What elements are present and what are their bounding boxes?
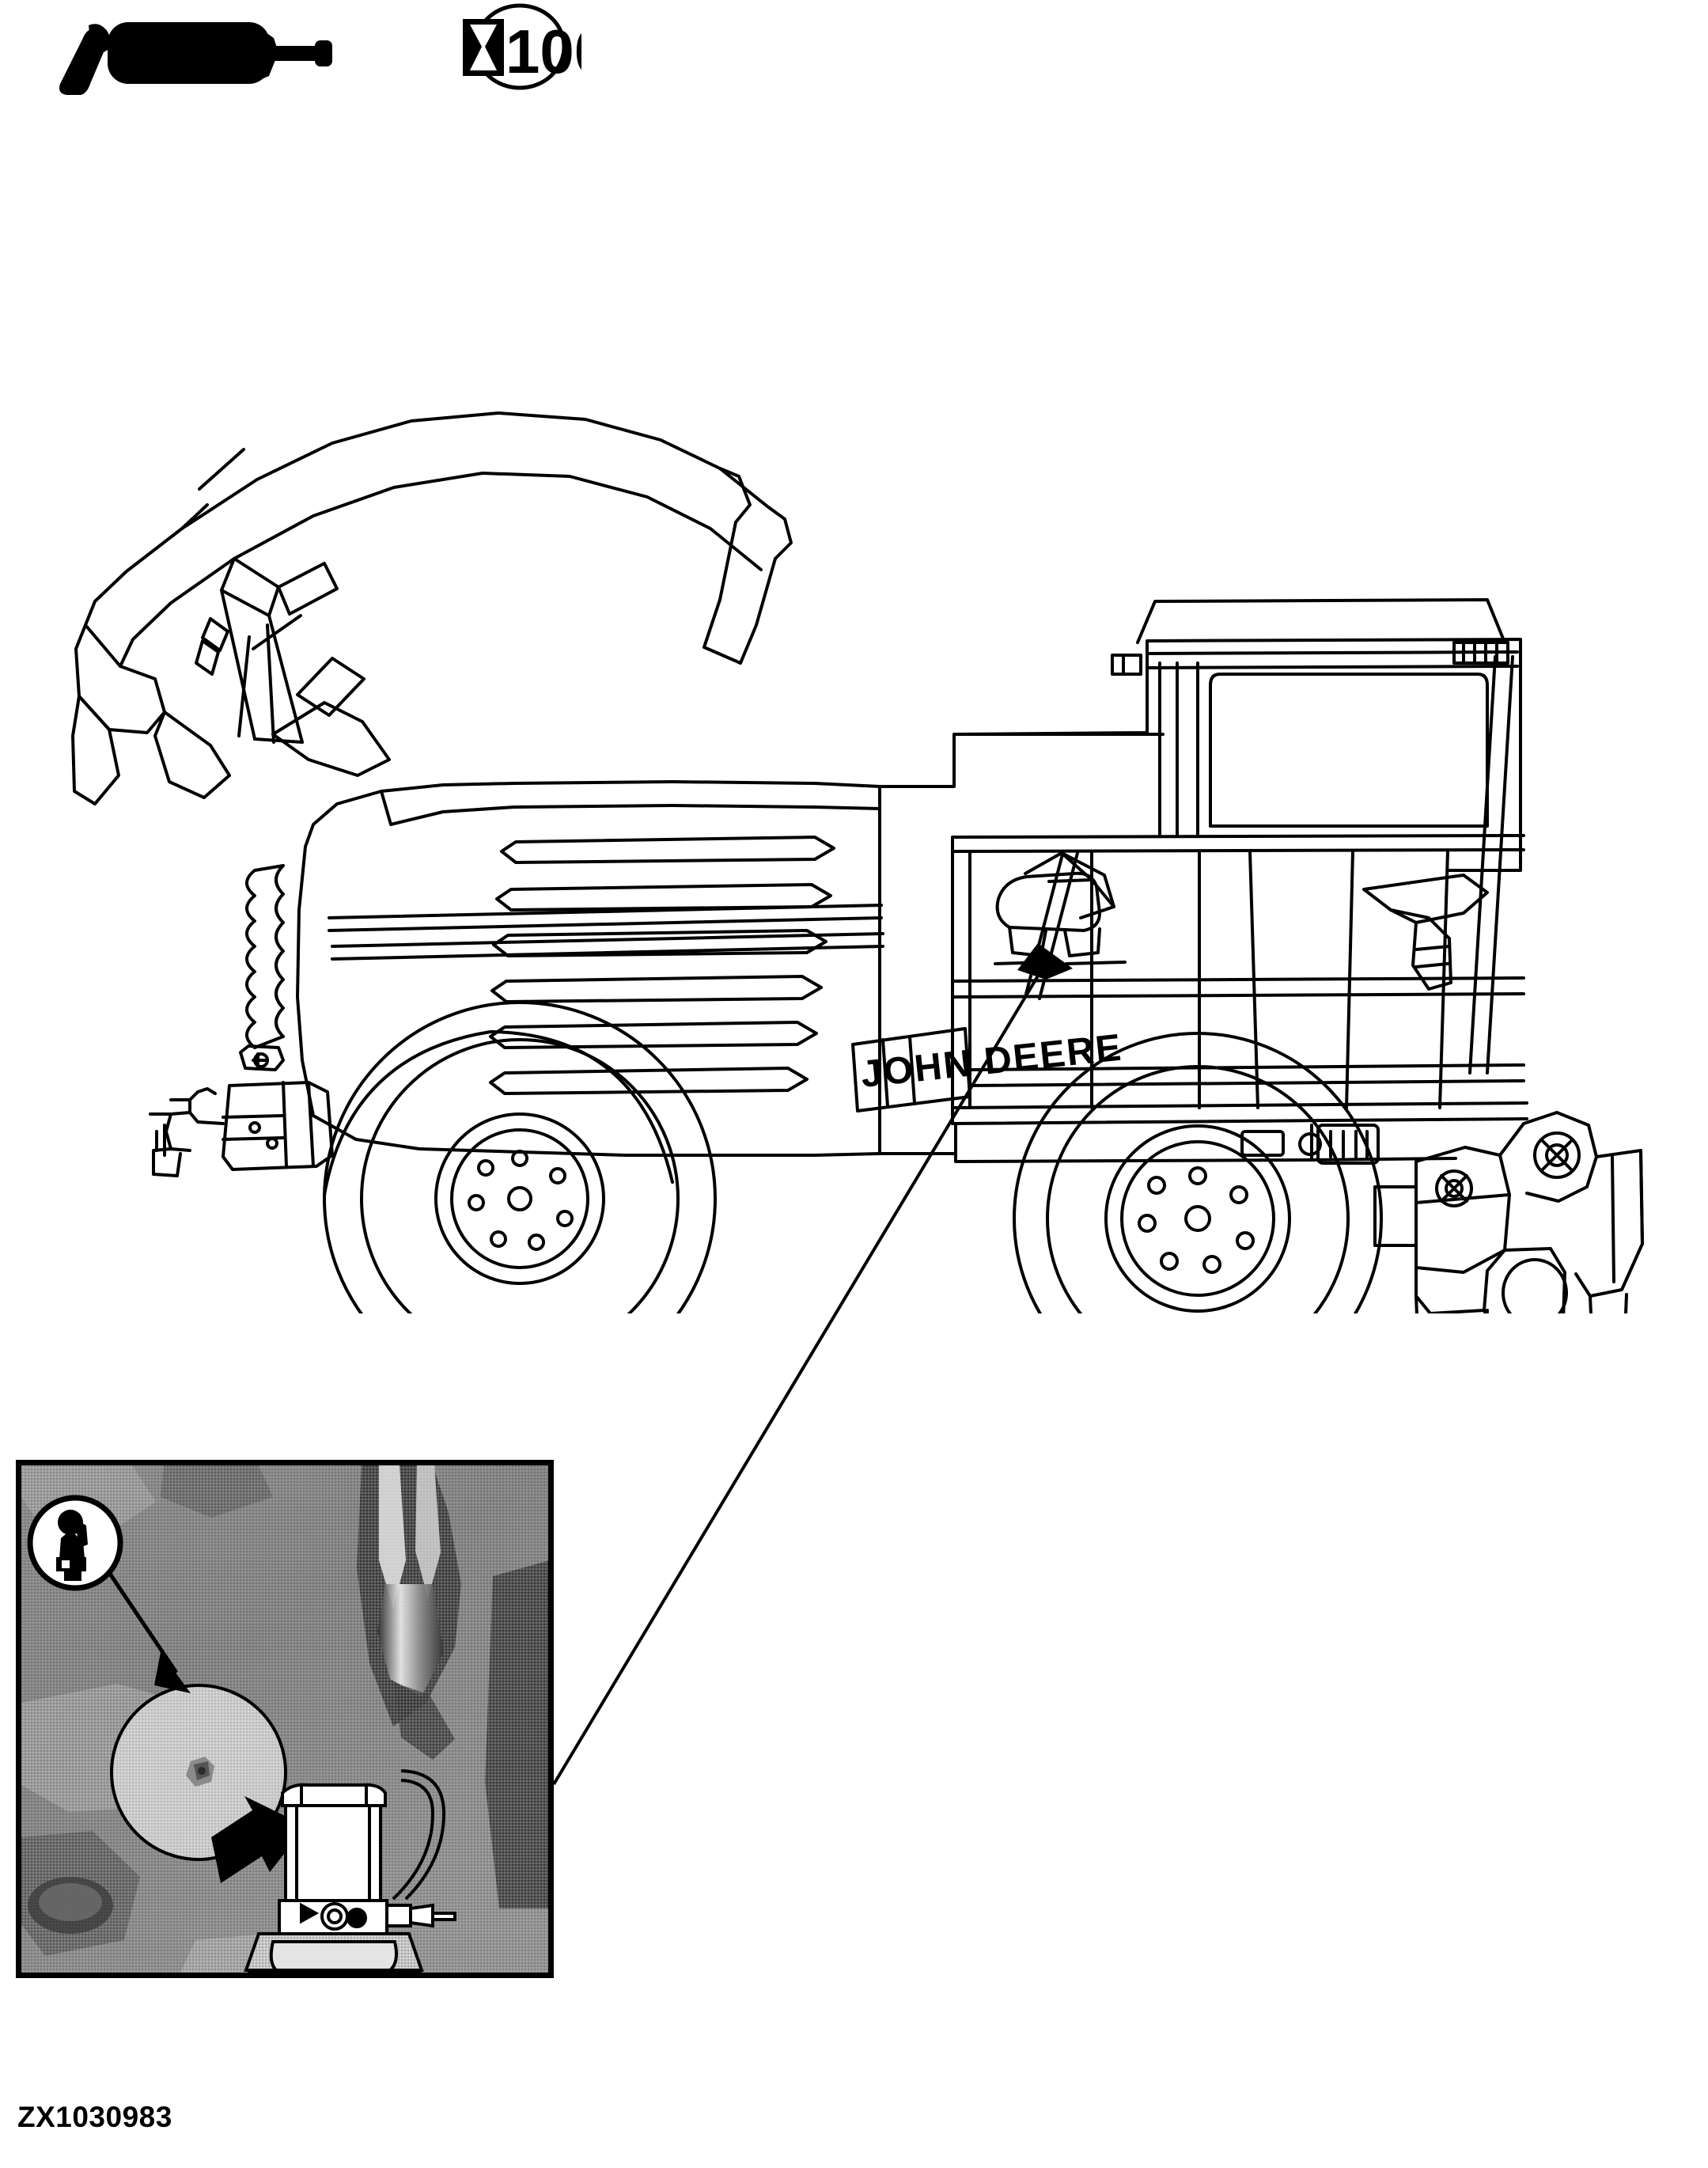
icon-leader-line <box>106 1570 191 1693</box>
interval-value: 100 <box>506 17 581 86</box>
detail-photo-inset <box>16 1460 554 1978</box>
service-interval-badge: 100 100 <box>455 3 581 90</box>
grease-fitting-icon <box>27 1495 123 1591</box>
machine-illustration: JOHN DEERE JOHN DEERE <box>71 364 1646 1313</box>
grease-gun-illustration <box>244 1769 456 1973</box>
figure-caption: ZX1030983 <box>17 2101 172 2133</box>
grease-fitting-location <box>110 1684 287 1861</box>
service-symbol-row: 100 100 <box>0 0 1708 119</box>
grease-gun-symbol <box>32 8 403 95</box>
grease-gun-apply-arrow <box>211 1796 306 1883</box>
